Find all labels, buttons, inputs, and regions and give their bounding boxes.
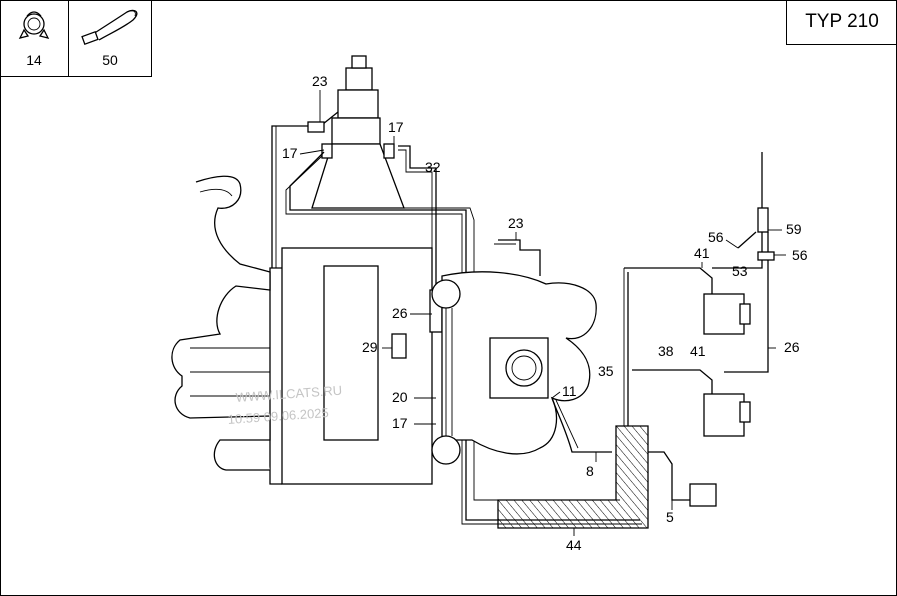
callout-labels: 23 17 17 32 23 59 56 56 41 53 26 29 38 4… [282, 73, 808, 553]
watermark-site: WWW.ILCATS.RU [235, 383, 342, 405]
callout-17-left: 17 [282, 145, 298, 161]
callout-35: 35 [598, 363, 614, 379]
callout-26-right: 26 [784, 339, 800, 355]
engine-block [269, 247, 443, 485]
callout-11: 11 [562, 383, 577, 399]
type-label: TYP 210 [786, 0, 897, 45]
callout-17-lower: 17 [392, 415, 408, 431]
vacuum-valves [623, 152, 775, 507]
callout-56-left: 56 [708, 229, 724, 245]
manifold-left [171, 175, 271, 471]
callout-26-left: 26 [392, 305, 408, 321]
watermark: WWW.ILCATS.RU 10:59 09.06.2025 [227, 383, 342, 427]
legend-number-14: 14 [26, 52, 42, 68]
callout-59: 59 [786, 221, 802, 237]
intake-plenum [431, 239, 597, 465]
callout-29: 29 [362, 339, 378, 355]
callout-20: 20 [392, 389, 408, 405]
callout-32: 32 [425, 159, 441, 175]
legend-number-50: 50 [102, 52, 118, 68]
fuel-distributor [307, 55, 405, 209]
callout-56-right: 56 [792, 247, 808, 263]
callout-53: 53 [732, 263, 748, 279]
callout-23-mid: 23 [508, 215, 524, 231]
legend-cell-clamp: 14 [0, 0, 69, 77]
callout-41-lower: 41 [690, 343, 706, 359]
cable-tie-icon [81, 9, 138, 45]
callout-38: 38 [658, 343, 674, 359]
hose-clamp-icon [18, 11, 50, 39]
legend-cell-cable-tie: 50 [69, 0, 152, 77]
callout-44: 44 [566, 537, 582, 553]
callout-8: 8 [586, 463, 594, 479]
tube-8 [551, 397, 612, 453]
callout-23-top: 23 [312, 73, 328, 89]
callout-41-upper: 41 [694, 245, 710, 261]
callout-5: 5 [666, 509, 674, 525]
watermark-date: 10:59 09.06.2025 [227, 405, 329, 427]
callout-17-upper: 17 [388, 119, 404, 135]
vacuum-reservoir [497, 425, 649, 529]
leader-lines [299, 90, 786, 536]
